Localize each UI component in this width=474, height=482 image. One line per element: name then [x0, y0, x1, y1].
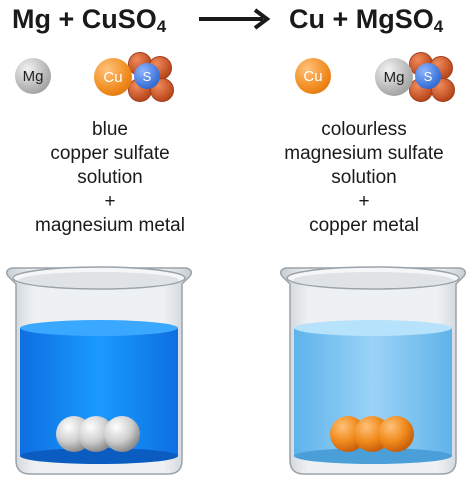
sulfur-atom-icon: S [134, 63, 160, 89]
products-text: Cu + MgSO [289, 4, 434, 34]
products-subscript: 4 [433, 17, 444, 36]
sulfur-atom-label: S [142, 68, 152, 84]
copper-sulfate-molecule-icon: Cu S [94, 52, 174, 102]
right-beaker-icon [279, 266, 467, 475]
reaction-arrow-icon [199, 8, 271, 30]
products-equation: Cu + MgSO4 [289, 2, 443, 44]
copper-atom-label: Cu [103, 68, 123, 86]
reactants-equation: Mg + CuSO4 [12, 2, 166, 44]
right-description: colourless magnesium sulfate solution + … [254, 118, 474, 238]
magnesium-sulfate-molecule-icon: Mg S [375, 52, 455, 102]
description-line: + [358, 191, 370, 212]
left-beaker-icon [5, 266, 193, 475]
copper-atom-icon: Cu [94, 58, 132, 96]
magnesium-atom-icon: Mg [375, 58, 413, 96]
reactants-subscript: 4 [156, 17, 167, 36]
left-description: blue copper sulfate solution + magnesium… [0, 118, 220, 238]
magnesium-atom-label: Mg [383, 68, 405, 86]
reactants-text: Mg + CuSO [12, 4, 157, 34]
description-line: copper sulfate [50, 143, 170, 164]
copper-atom-label: Cu [303, 67, 323, 85]
magnesium-atom-label: Mg [22, 67, 44, 85]
description-line: colourless [321, 119, 407, 140]
magnesium-metal-piece [78, 416, 114, 452]
description-line: solution [77, 167, 143, 188]
magnesium-atom-icon: Mg [15, 58, 51, 94]
description-line: magnesium sulfate [284, 143, 444, 164]
sulfur-atom-label: S [423, 68, 433, 84]
description-line: + [104, 191, 116, 212]
copper-atom-icon: Cu [295, 58, 331, 94]
sulfur-atom-icon: S [415, 63, 441, 89]
description-line: magnesium metal [35, 215, 185, 236]
description-line: blue [92, 119, 128, 140]
description-line: solution [331, 167, 397, 188]
oxygen-atom-icon [150, 78, 174, 102]
magnesium-metal-piece [104, 416, 140, 452]
description-line: copper metal [309, 215, 419, 236]
copper-metal-piece [378, 416, 414, 452]
